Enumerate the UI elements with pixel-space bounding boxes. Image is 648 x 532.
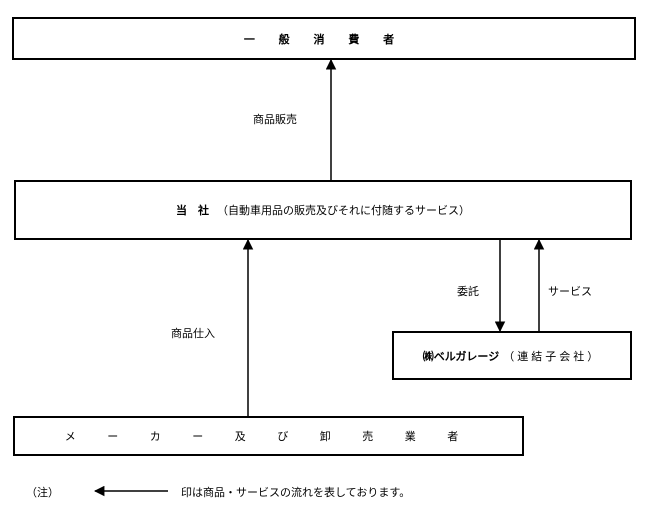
outsourcing-flow-label: 委託	[457, 285, 479, 298]
sales-flow-label: 商品販売	[253, 113, 297, 126]
subsidiary-box: ㈱ベルガレージ （連結子会社）	[392, 331, 632, 380]
maker-label: メ ー カ ー 及 び 卸 売 業 者	[64, 430, 473, 443]
company-detail: （自動車用品の販売及びそれに付随するサービス）	[217, 204, 470, 217]
company-box: 当 社 （自動車用品の販売及びそれに付随するサービス）	[14, 180, 632, 240]
consumer-box: 一 般 消 費 者	[12, 17, 636, 60]
company-title: 当 社	[176, 204, 209, 217]
note-marker: （注）	[26, 486, 59, 499]
subsidiary-title: ㈱ベルガレージ	[422, 349, 500, 363]
subsidiary-detail: （連結子会社）	[503, 349, 602, 363]
note-text: 印は商品・サービスの流れを表しております。	[181, 486, 411, 499]
consumer-label: 一 般 消 費 者	[243, 32, 405, 46]
service-flow-label: サービス	[548, 285, 592, 298]
maker-box: メ ー カ ー 及 び 卸 売 業 者	[13, 416, 524, 456]
purchase-flow-label: 商品仕入	[171, 327, 215, 340]
